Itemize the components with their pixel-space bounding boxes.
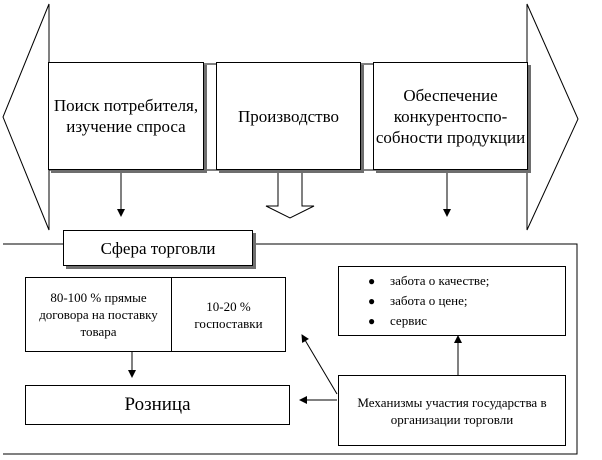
state-supply-label: 10-20 % госпоставки xyxy=(194,298,263,331)
state-care-box: ● забота о качестве; ● забота о цене; ● сер… xyxy=(338,266,566,336)
state-care-item: ● сервис xyxy=(364,311,489,331)
production-box: Производство xyxy=(216,62,361,170)
competitiveness-box: Обеспечение конкурентоспо-собности проду… xyxy=(373,62,528,170)
direct-contracts-label: 80-100 % прямые договора на поставку тов… xyxy=(39,290,158,339)
state-supply-box: 10-20 % госпоставки xyxy=(171,277,286,352)
state-mechanisms-label: Механизмы участия государства в организа… xyxy=(357,394,547,427)
retail-label: Розница xyxy=(124,394,191,415)
bullet-icon: ● xyxy=(368,274,376,288)
trade-sphere-title: Сфера торговли xyxy=(100,238,216,258)
production-hollow-arrow xyxy=(265,169,315,219)
consumer-search-label: Поиск потребителя, изучение спроса xyxy=(53,96,199,136)
bullet-icon: ● xyxy=(368,314,376,328)
state-care-item-text: забота о цене; xyxy=(390,293,468,308)
state-mechanisms-box: Механизмы участия государства в организа… xyxy=(338,375,566,446)
consumer-search-box: Поиск потребителя, изучение спроса xyxy=(48,62,204,170)
direct-contracts-box: 80-100 % прямые договора на поставку тов… xyxy=(25,277,172,352)
retail-box: Розница xyxy=(25,385,290,425)
production-label: Производство xyxy=(237,106,340,126)
bullet-icon: ● xyxy=(368,294,376,308)
state-care-item-text: сервис xyxy=(390,313,428,328)
state-care-item: ● забота о качестве; xyxy=(364,271,489,291)
trade-sphere-title-box: Сфера торговли xyxy=(63,230,253,266)
state-care-list: ● забота о качестве; ● забота о цене; ● сер… xyxy=(364,271,489,331)
arrow-mechanisms-contracts xyxy=(301,334,338,395)
competitiveness-label: Обеспечение конкурентоспо-собности проду… xyxy=(375,85,526,147)
state-care-item-text: забота о качестве; xyxy=(390,273,490,288)
trade-sphere-frame xyxy=(3,243,578,455)
state-care-item: ● забота о цене; xyxy=(364,291,489,311)
